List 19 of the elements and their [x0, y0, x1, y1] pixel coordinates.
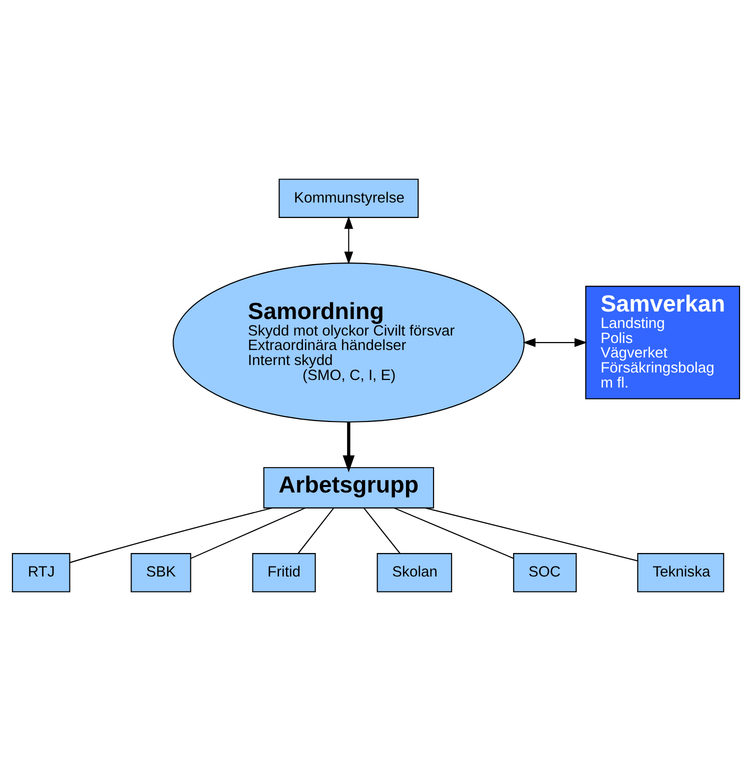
- node-box: Arbetsgrupp: [263, 467, 434, 508]
- arrow: [522, 338, 588, 347]
- node-box: Kommunstyrelse: [278, 178, 419, 218]
- node-box: Skolan: [376, 553, 452, 592]
- connector: [364, 508, 400, 554]
- connector: [394, 508, 514, 559]
- node-box: RTJ: [12, 553, 70, 592]
- node-box: SOC: [513, 553, 577, 592]
- arrow: [342, 422, 355, 472]
- node-ellipse: Samordning Skydd mot olyckor Civilt försvar Extraordinära händelser Internt skydd (SMO, C, I, E): [172, 262, 525, 423]
- arrow: [344, 216, 354, 264]
- node-box: Samverkan Landsting Polis Vägverket Försäkringsbolag m fl.: [585, 286, 740, 400]
- connector: [70, 507, 272, 564]
- node-box: Fritid: [252, 553, 316, 592]
- node-box: SBK: [130, 553, 192, 592]
- node-box: Tekniska: [637, 553, 724, 592]
- connector: [298, 508, 334, 554]
- connector: [190, 508, 306, 559]
- connector: [426, 508, 638, 562]
